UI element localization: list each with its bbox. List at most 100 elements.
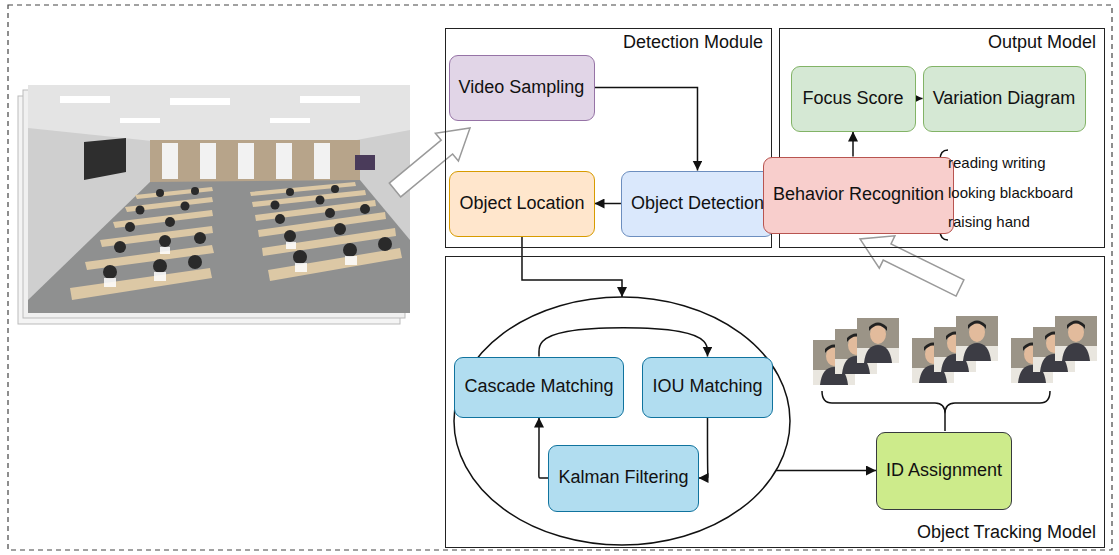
classroom-photo <box>286 188 294 196</box>
tracked-student-crops <box>1055 316 1097 361</box>
classroom-photo <box>200 143 216 179</box>
hollow-arrow <box>860 236 964 296</box>
tracked-student-crops <box>857 318 899 363</box>
dashed-frame <box>8 5 1112 550</box>
arrow-connector <box>852 132 854 157</box>
classroom-photo <box>284 230 296 242</box>
classroom-photo <box>114 241 126 253</box>
classroom-photo <box>120 118 160 123</box>
box-label: Focus Score <box>802 88 903 110</box>
module-panel: Object Tracking Model Cascade Matching IOU… <box>445 256 1105 548</box>
classroom-photo <box>191 187 199 195</box>
process-box: Cascade Matching <box>454 357 623 418</box>
classroom-photo <box>154 272 166 281</box>
process-box: IOU Matching <box>642 357 772 418</box>
classroom-photo <box>60 96 110 103</box>
classroom-photo <box>103 185 392 279</box>
module-panel: Output ModelFocus Score Variation Diagram… <box>779 28 1105 248</box>
classroom-photo <box>194 232 206 244</box>
arrow-connector <box>916 98 923 100</box>
box-label: IOU Matching <box>652 376 762 398</box>
classroom-photo <box>334 223 346 235</box>
classroom-photo <box>150 140 360 182</box>
arrow-connector <box>595 88 698 171</box>
classroom-photo <box>125 222 135 232</box>
classroom-photo <box>343 243 357 257</box>
classroom-photo <box>170 98 230 105</box>
process-box: Focus Score <box>791 66 916 132</box>
classroom-photo <box>153 259 167 273</box>
classroom-photo <box>136 206 145 215</box>
classroom-photo <box>162 143 178 179</box>
classroom-photo <box>104 278 116 287</box>
arrow-connector <box>539 418 549 479</box>
process-box: ID Assignment <box>876 432 1012 510</box>
classroom-photo <box>160 247 170 254</box>
tracked-student-crops <box>813 316 1097 385</box>
classroom-photo <box>165 217 175 227</box>
classroom-photo <box>293 250 307 264</box>
behavior-label: reading writing <box>948 148 1102 178</box>
box-label: Detection Module <box>623 32 763 54</box>
classroom-photo <box>28 85 410 313</box>
box-label: Object Detection <box>631 193 764 215</box>
behavior-label: raising hand <box>948 207 1102 237</box>
process-box: Object Detection <box>621 171 774 237</box>
box-label: Kalman Filtering <box>558 467 688 489</box>
classroom-photo <box>238 143 254 179</box>
classroom-photo <box>360 204 370 214</box>
classroom-photo <box>345 256 357 265</box>
box-label: Object Tracking Model <box>917 522 1096 544</box>
process-box: Object Location <box>449 171 594 237</box>
box-label: Object Location <box>459 193 584 215</box>
classroom-photo <box>188 255 202 269</box>
classroom-photo <box>156 189 164 197</box>
classroom-photo <box>300 96 360 103</box>
flow-leader <box>776 470 876 472</box>
classroom-photo <box>258 212 386 237</box>
classroom-photo <box>270 118 310 123</box>
classroom-photo <box>250 182 356 196</box>
arrow-connector <box>699 418 708 479</box>
classroom-photo <box>84 138 126 180</box>
curly-brace <box>822 391 1050 414</box>
process-box: Kalman Filtering <box>548 445 698 512</box>
brace-leader <box>944 414 946 431</box>
classroom-photo <box>355 155 375 170</box>
behavior-label: looking blackboard <box>948 178 1102 208</box>
classroom-photo <box>316 196 325 205</box>
module-panel: Detection ModuleVideo SamplingObject Loc… <box>445 28 772 248</box>
classroom-photo <box>28 180 410 313</box>
classroom-photo <box>85 245 214 270</box>
classroom-photo <box>159 235 171 247</box>
classroom-photo <box>275 214 285 224</box>
classroom-photo <box>103 265 117 279</box>
classroom-photo <box>135 187 213 199</box>
matching-loop-ellipse <box>454 297 790 545</box>
classroom-photo <box>28 85 410 145</box>
box-label: Output Model <box>988 32 1096 54</box>
classroom-photo <box>181 202 190 211</box>
classroom-photo <box>104 242 357 287</box>
box-label: ID Assignment <box>886 460 1002 482</box>
classroom-photo <box>314 143 330 179</box>
process-box: Behavior Recognition <box>763 157 954 234</box>
classroom-photo <box>271 201 280 210</box>
arrow-connector <box>595 203 621 205</box>
classroom-photo <box>286 242 296 249</box>
flow-leader <box>522 237 622 298</box>
classroom-photo <box>295 263 307 272</box>
tracked-student-crops <box>956 316 998 361</box>
classroom-photo <box>255 200 376 221</box>
box-label: Behavior Recognition <box>773 184 944 206</box>
classroom-photo <box>70 268 212 300</box>
behavior-list: reading writinglooking blackboardraising… <box>948 148 1102 237</box>
process-box: Video Sampling <box>449 55 595 121</box>
process-box: Variation Diagram <box>923 66 1086 132</box>
classroom-photo <box>325 208 335 218</box>
classroom-photo <box>268 248 402 281</box>
arrow-connector <box>539 328 707 357</box>
classroom-photo <box>18 85 410 324</box>
classroom-photo <box>331 185 339 193</box>
